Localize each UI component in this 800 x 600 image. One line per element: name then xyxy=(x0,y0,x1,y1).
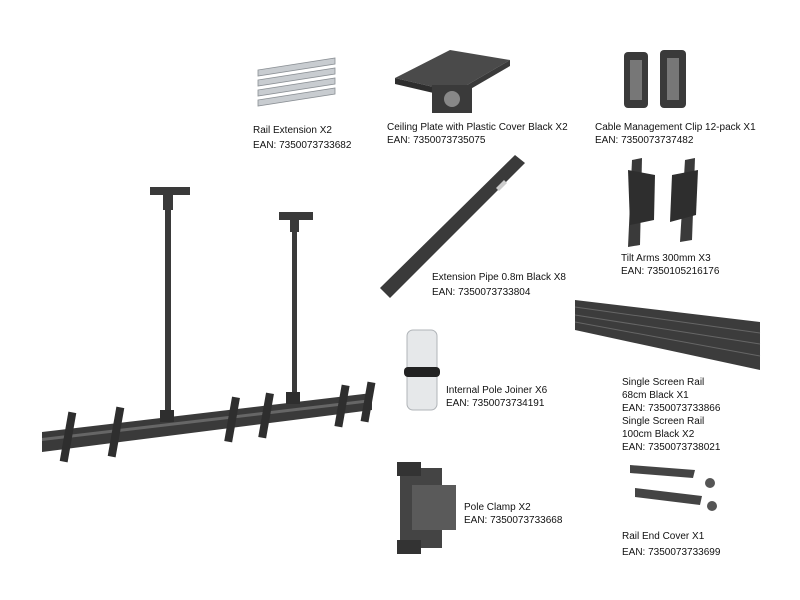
part-ean: EAN: 7350073733866 xyxy=(622,403,721,414)
internal-pole-joiner-image xyxy=(404,329,440,411)
part-name: Rail End Cover X1 xyxy=(622,531,705,542)
part-name: Pole Clamp X2 xyxy=(464,502,531,513)
rail-end-cover-image xyxy=(630,465,717,511)
part-name: Rail Extension X2 xyxy=(253,125,332,136)
part-name: Cable Management Clip 12-pack X1 xyxy=(595,122,756,133)
ceiling-plate-image xyxy=(395,50,510,113)
cable-management-clip-image xyxy=(624,50,686,108)
pole-joiner-label: Internal Pole Joiner X6 EAN: 73500737341… xyxy=(446,384,547,410)
part-name: Internal Pole Joiner X6 xyxy=(446,385,548,396)
single-screen-rail-image xyxy=(574,300,761,370)
part-ean: EAN: 7350073738021 xyxy=(622,442,721,453)
rail-extension-image xyxy=(257,57,336,107)
part-ean: EAN: 7350073733682 xyxy=(253,140,352,151)
part-ean: EAN: 7350073735075 xyxy=(387,135,486,146)
pole-clamp-label: Pole Clamp X2 EAN: 7350073733668 xyxy=(464,501,562,527)
part-name: Tilt Arms 300mm X3 xyxy=(621,253,711,264)
part-name: 68cm Black X1 xyxy=(622,390,689,401)
screen-rail-label: Single Screen Rail 68cm Black X1 EAN: 73… xyxy=(622,376,720,454)
part-ean: EAN: 7350105216176 xyxy=(621,266,720,277)
cable-clip-label: Cable Management Clip 12-pack X1 EAN: 73… xyxy=(595,121,756,147)
part-ean: EAN: 7350073733699 xyxy=(622,547,721,558)
part-ean: EAN: 7350073737482 xyxy=(595,135,694,146)
ceiling-plate-label: Ceiling Plate with Plastic Cover Black X… xyxy=(387,121,568,147)
tilt-arms-label: Tilt Arms 300mm X3 EAN: 7350105216176 xyxy=(621,252,719,278)
extension-pipe-label: Extension Pipe 0.8m Black X8 EAN: 735007… xyxy=(432,270,566,300)
extension-pipe-image xyxy=(380,155,525,298)
part-name: Ceiling Plate with Plastic Cover Black X… xyxy=(387,122,568,133)
part-name: Single Screen Rail xyxy=(622,377,705,388)
part-name: 100cm Black X2 xyxy=(622,429,695,440)
rail-end-cover-label: Rail End Cover X1 EAN: 7350073733699 xyxy=(622,529,720,561)
tilt-arms-image xyxy=(628,158,698,247)
part-ean: EAN: 7350073733668 xyxy=(464,515,563,526)
part-name: Single Screen Rail xyxy=(622,416,705,427)
rail-extension-label: Rail Extension X2 EAN: 7350073733682 xyxy=(253,123,351,153)
part-ean: EAN: 7350073733804 xyxy=(432,287,531,298)
part-ean: EAN: 7350073734191 xyxy=(446,398,545,409)
part-name: Extension Pipe 0.8m Black X8 xyxy=(432,272,566,283)
ceiling-mount-assembly-image xyxy=(42,187,376,463)
pole-clamp-image xyxy=(397,462,456,554)
